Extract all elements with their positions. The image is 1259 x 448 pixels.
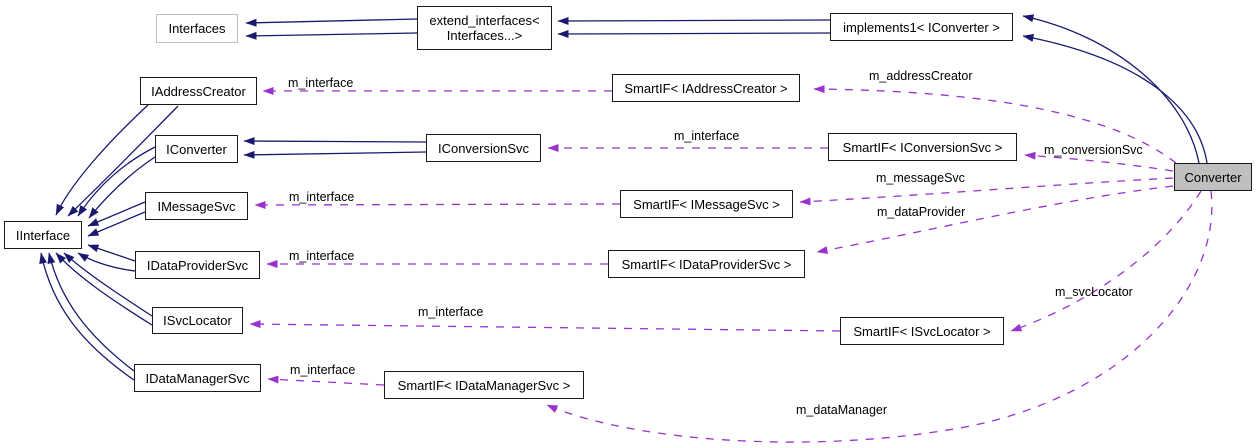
- edge-converter-smartifmessagesvc: [799, 177, 1174, 206]
- node-smartif-isvclocator[interactable]: SmartIF< ISvcLocator >: [840, 317, 1004, 345]
- node-idatamanagersvc[interactable]: IDataManagerSvc: [134, 364, 261, 392]
- edge-label-m-interface-addresscreator: m_interface: [288, 76, 354, 90]
- edge-iconverter-iinterface-a: [77, 146, 156, 217]
- edge-implements1-extendinterfaces-a: [557, 16, 831, 25]
- node-smartif-idataprovidersvc-label: SmartIF< IDataProviderSvc >: [621, 256, 792, 272]
- edge-label-m-interface-datamanagersvc: m_interface: [290, 363, 356, 377]
- edge-idataprovidersvc-iinterface-b: [77, 252, 136, 272]
- edge-label-m-svclocator: m_svcLocator: [1055, 285, 1133, 299]
- node-smartif-iaddresscreator[interactable]: SmartIF< IAddressCreator >: [612, 74, 800, 102]
- node-interfaces: Interfaces: [156, 14, 238, 43]
- node-idataprovidersvc[interactable]: IDataProviderSvc: [135, 251, 260, 279]
- edge-idataprovidersvc-iinterface-a: [87, 244, 136, 262]
- edge-extendinterfaces-interfaces-b: [245, 31, 418, 40]
- edge-label-m-dataprovider: m_dataProvider: [877, 205, 966, 219]
- edge-label-m-interface-conversionsvc: m_interface: [674, 129, 740, 143]
- edge-converter-smartifaddresscreator: [813, 85, 1177, 164]
- edge-converter-smartifdataprovidersvc: [816, 185, 1174, 255]
- edge-converter-smartifconversionsvc: [1024, 151, 1174, 172]
- node-implements1-iconverter[interactable]: implements1< IConverter >: [830, 13, 1013, 41]
- node-smartif-iaddresscreator-label: SmartIF< IAddressCreator >: [624, 80, 788, 96]
- node-smartif-idatamanagersvc-label: SmartIF< IDataManagerSvc >: [397, 377, 571, 393]
- edge-converter-smartifdatamanagersvc: [546, 190, 1213, 443]
- node-iconverter-label: IConverter: [166, 141, 227, 157]
- edge-label-m-conversionsvc: m_conversionSvc: [1044, 143, 1143, 157]
- node-iinterface[interactable]: IInterface: [4, 221, 82, 249]
- edge-label-m-interface-svclocator: m_interface: [418, 305, 484, 319]
- edge-isvclocator-iinterface-a: [63, 252, 153, 317]
- node-converter-label: Converter: [1184, 169, 1242, 185]
- node-imessagesvc-label: IMessageSvc: [157, 198, 236, 214]
- edge-label-m-interface-dataprovidersvc: m_interface: [289, 249, 355, 263]
- node-smartif-idataprovidersvc[interactable]: SmartIF< IDataProviderSvc >: [608, 250, 805, 278]
- edge-smartifdatamanagersvc-idatamanagersvc: [267, 375, 385, 386]
- node-smartif-imessagesvc-label: SmartIF< IMessageSvc >: [633, 196, 780, 212]
- node-extend-interfaces-label-line2: Interfaces...>: [446, 28, 523, 43]
- edge-idatamanagersvc-iinterface-b: [39, 252, 135, 381]
- node-smartif-iconversionsvc[interactable]: SmartIF< IConversionSvc >: [828, 133, 1017, 161]
- node-smartif-isvclocator-label: SmartIF< ISvcLocator >: [853, 323, 991, 339]
- edge-iconversionsvc-iconverter-b: [243, 150, 427, 159]
- edge-implements1-extendinterfaces-b: [557, 29, 831, 38]
- edge-iaddresscreator-iinterface-a: [55, 104, 149, 216]
- node-iconversionsvc-label: IConversionSvc: [437, 140, 530, 156]
- edge-converter-smartifsvclocator: [1010, 190, 1202, 332]
- node-iaddresscreator[interactable]: IAddressCreator: [140, 77, 257, 105]
- node-idatamanagersvc-label: IDataManagerSvc: [145, 370, 250, 386]
- edge-idatamanagersvc-iinterface-a: [47, 252, 135, 372]
- node-iconverter[interactable]: IConverter: [155, 135, 238, 163]
- node-iconversionsvc[interactable]: IConversionSvc: [426, 134, 541, 162]
- edge-converter-implements1-b: [1022, 34, 1208, 164]
- node-idataprovidersvc-label: IDataProviderSvc: [146, 257, 249, 273]
- node-implements1-label: implements1< IConverter >: [843, 19, 1000, 35]
- edge-label-m-messagesvc: m_messageSvc: [876, 171, 965, 185]
- edge-iconverter-iinterface-b: [88, 156, 156, 219]
- edge-smartifmessagesvc-imessagesvc: [254, 200, 621, 209]
- node-isvclocator[interactable]: ISvcLocator: [152, 307, 243, 334]
- edge-label-m-interface-messagesvc: m_interface: [289, 190, 355, 204]
- node-converter: Converter: [1174, 163, 1252, 191]
- edge-iconversionsvc-iconverter-a: [243, 137, 427, 146]
- edge-smartifsvclocator-isvclocator: [249, 320, 841, 332]
- node-iinterface-label: IInterface: [15, 227, 71, 243]
- node-extend-interfaces-label-line1: extend_interfaces<: [429, 13, 540, 28]
- node-interfaces-label: Interfaces: [168, 21, 226, 36]
- edge-imessagesvc-iinterface-a: [87, 201, 146, 227]
- node-imessagesvc[interactable]: IMessageSvc: [145, 192, 248, 220]
- node-smartif-idatamanagersvc[interactable]: SmartIF< IDataManagerSvc >: [384, 371, 584, 399]
- edge-label-m-addresscreator: m_addressCreator: [869, 69, 973, 83]
- node-smartif-imessagesvc[interactable]: SmartIF< IMessageSvc >: [620, 190, 793, 218]
- edge-isvclocator-iinterface-b: [55, 252, 153, 326]
- node-isvclocator-label: ISvcLocator: [163, 313, 232, 328]
- edge-converter-implements1-a: [1022, 14, 1200, 164]
- node-smartif-iconversionsvc-label: SmartIF< IConversionSvc >: [842, 139, 1003, 155]
- edge-imessagesvc-iinterface-b: [87, 211, 146, 237]
- node-extend-interfaces[interactable]: extend_interfaces< Interfaces...>: [417, 6, 552, 50]
- edge-label-m-datamanager: m_dataManager: [796, 403, 888, 417]
- node-iaddresscreator-label: IAddressCreator: [151, 83, 246, 99]
- edge-extendinterfaces-interfaces-a: [245, 18, 418, 27]
